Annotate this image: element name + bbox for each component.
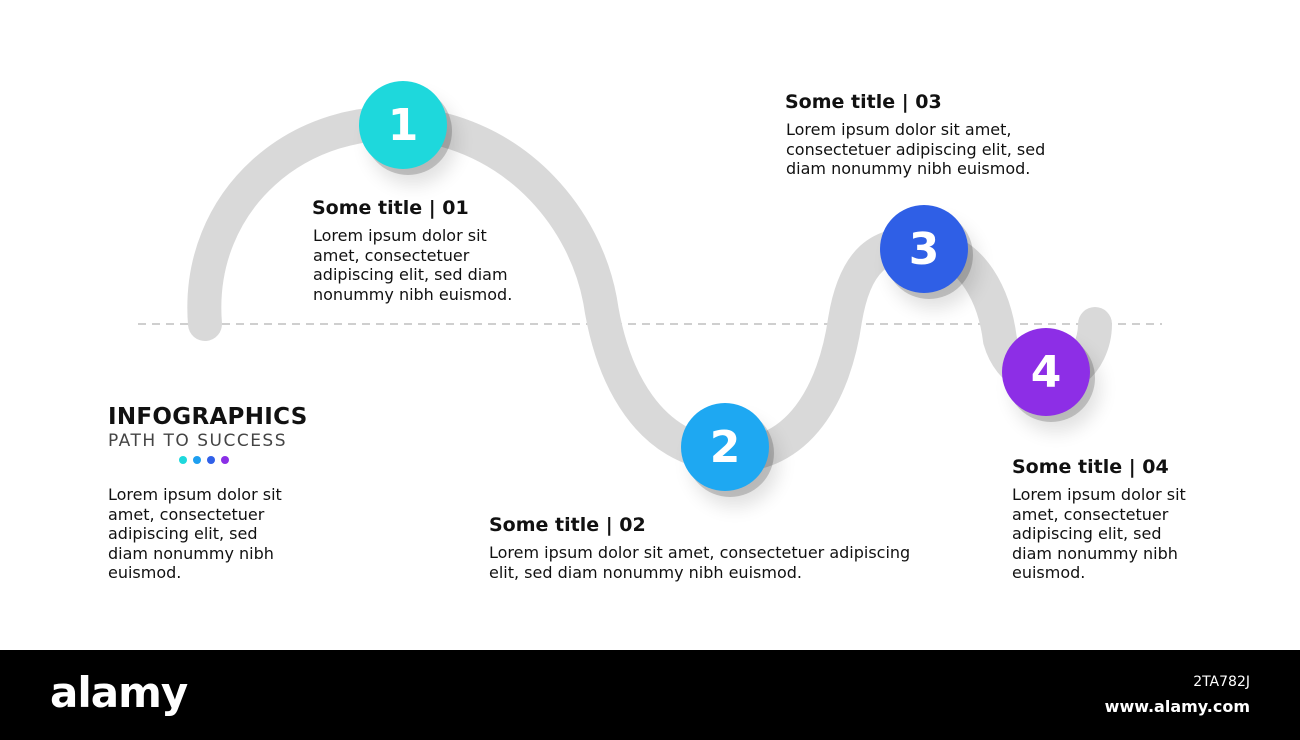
step-1-number-badge: 1 — [359, 81, 447, 169]
step-3-number-badge: 3 — [880, 205, 968, 293]
infographic-description: Lorem ipsum dolor sit amet, consectetuer… — [108, 485, 282, 582]
step-3-title: Some title | 03 — [785, 91, 942, 113]
dot-4 — [221, 456, 229, 464]
color-dots — [179, 456, 229, 464]
step-4-title: Some title | 04 — [1012, 456, 1169, 478]
infographic-canvas: 1 2 3 4 Some title | 01 Lorem ipsum dolo… — [108, 81, 1186, 582]
dot-3 — [207, 456, 215, 464]
dot-2 — [193, 456, 201, 464]
infographic-title: INFOGRAPHICS — [108, 404, 308, 430]
alamy-logo: alamy — [50, 668, 188, 717]
step-2-number-badge: 2 — [681, 403, 769, 491]
step-4-body: Lorem ipsum dolor sit amet, consectetuer… — [1012, 485, 1186, 582]
step-1-body: Lorem ipsum dolor sit amet, consectetuer… — [313, 226, 513, 304]
footer-url: www.alamy.com — [1104, 697, 1250, 716]
infographic-subtitle: PATH TO SUCCESS — [108, 431, 288, 451]
step-1-title: Some title | 01 — [312, 197, 469, 219]
step-2-title: Some title | 02 — [489, 514, 646, 536]
step-4-number-badge: 4 — [1002, 328, 1090, 416]
image-id: 2TA782J — [1193, 674, 1250, 690]
step-2-body: Lorem ipsum dolor sit amet, consectetuer… — [489, 543, 911, 582]
step-3-body: Lorem ipsum dolor sit amet, consectetuer… — [786, 120, 1046, 178]
dot-1 — [179, 456, 187, 464]
watermark-footer-bar: alamy 2TA782J www.alamy.com — [0, 650, 1300, 740]
